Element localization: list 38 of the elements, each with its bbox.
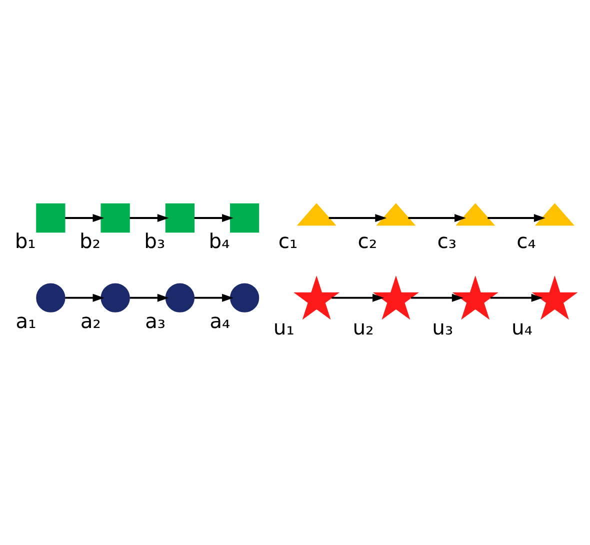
node-star [294,276,340,320]
node-label: a₂ [80,309,101,334]
node-label: b₁ [14,229,36,254]
arrow [65,294,104,302]
node-label: a₃ [144,309,166,334]
node-label: b₂ [79,229,100,254]
arrow [490,294,543,302]
node-box [165,203,195,233]
node-label: c₂ [358,229,378,254]
node-circle [165,283,195,312]
arrow [194,294,234,302]
node-label: u₄ [512,315,533,340]
node-triangle [296,203,336,226]
arrow [410,294,464,302]
arrow [194,214,234,222]
arrow [65,214,104,222]
node-label: u₃ [432,315,454,340]
node-label: c₄ [516,229,536,254]
node-box [230,203,260,233]
arrow [328,214,387,222]
node-label: a₄ [210,309,230,334]
node-label: a₁ [16,309,36,334]
node-label: b₄ [208,229,230,254]
arrow [488,214,546,222]
node-label: b₃ [144,229,166,254]
arrow [332,294,384,302]
node-label: c₁ [278,229,298,254]
arrow [408,214,466,222]
node-box [100,203,130,233]
node-label: u₂ [352,315,374,340]
node-label: u₁ [273,315,294,340]
node-circle [230,283,260,312]
arrow [130,294,169,302]
node-circle [36,283,66,312]
node-circle [100,283,130,312]
node-box [36,203,66,233]
arrow [130,214,169,222]
node-label: c₃ [437,229,456,254]
